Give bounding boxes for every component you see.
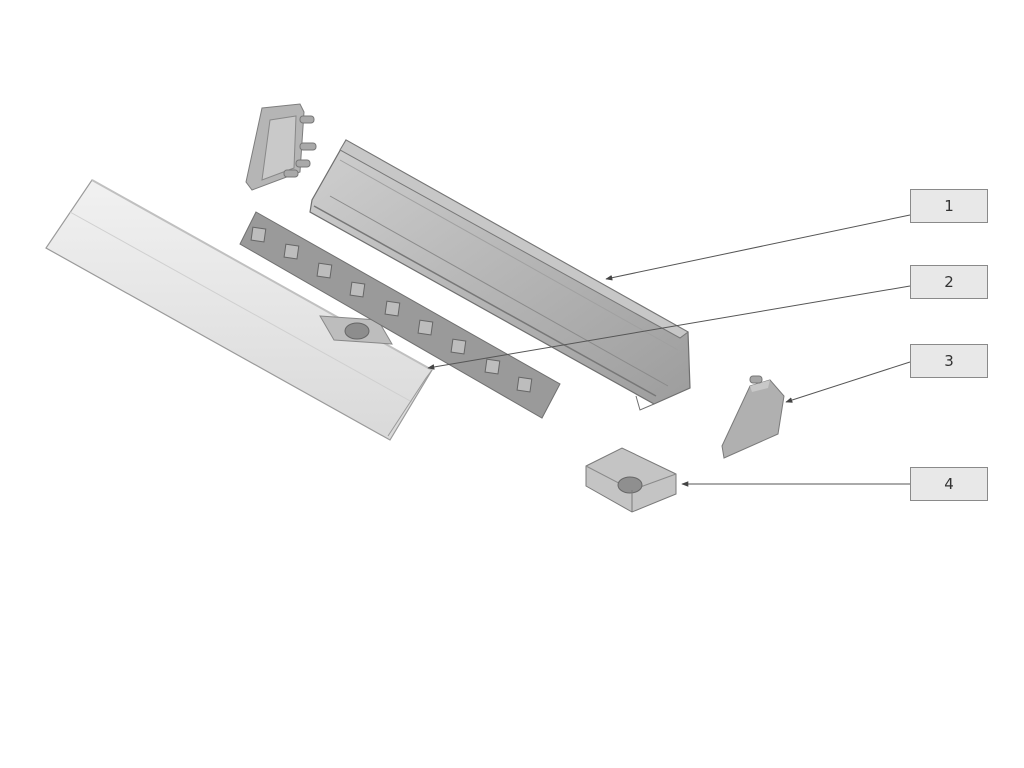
leader-line-1 — [605, 214, 911, 281]
callout-box-4: 4 — [910, 467, 988, 501]
callout-label-4: 4 — [944, 475, 954, 493]
leader-line-3 — [785, 361, 911, 403]
callout-label-2: 2 — [944, 273, 954, 291]
led-strip — [239, 211, 561, 419]
callout-label-1: 1 — [944, 197, 954, 215]
callout-box-3: 3 — [910, 344, 988, 378]
aluminium-profile — [309, 139, 691, 411]
diffuser-cover — [45, 179, 433, 441]
leader-line-2 — [427, 285, 911, 370]
mounting-clip — [585, 447, 677, 513]
end-cap-with-pins — [245, 103, 317, 191]
end-cap-plain — [721, 375, 785, 459]
callout-label-3: 3 — [944, 352, 954, 370]
mounting-clip-behind-diffuser — [319, 315, 393, 345]
callout-box-1: 1 — [910, 189, 988, 223]
callout-box-2: 2 — [910, 265, 988, 299]
